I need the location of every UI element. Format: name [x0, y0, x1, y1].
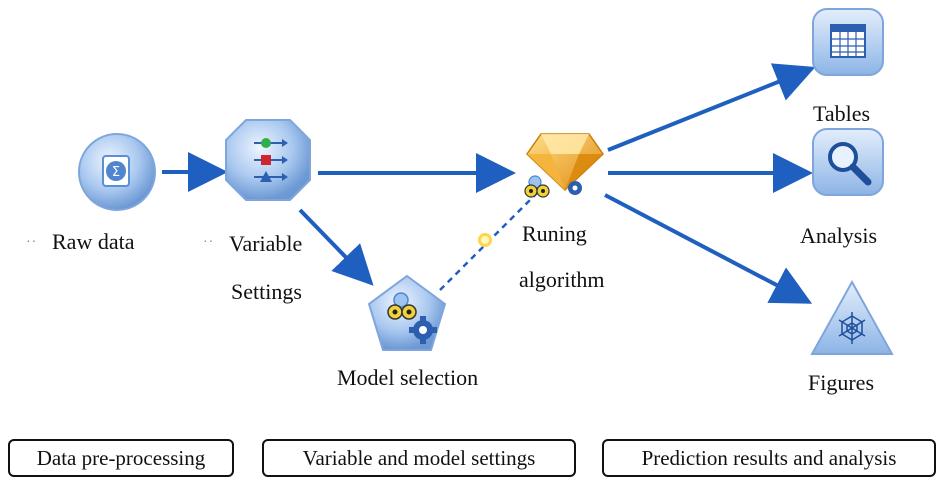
variable-handle-dots: ·· [203, 235, 215, 250]
arrow-variable-to-model [298, 208, 374, 286]
database-sigma-icon[interactable]: Σ [78, 133, 156, 211]
algorithm-label-line1: Runing [522, 221, 587, 246]
variable-label-line1: Variable [229, 231, 303, 256]
table-grid-icon[interactable] [812, 8, 884, 76]
stage-data-preprocessing: Data pre-processing [8, 439, 234, 477]
variable-label-line2: Settings [231, 279, 302, 304]
figures-label: Figures [808, 370, 874, 395]
stage-variable-model-settings: Variable and model settings [262, 439, 576, 477]
gem-algorithm-icon[interactable] [524, 133, 604, 198]
magnifier-icon[interactable] [812, 128, 884, 196]
link-spark-icon [478, 233, 492, 247]
svg-text:Σ: Σ [112, 165, 120, 180]
model-selection-label: Model selection [337, 365, 479, 390]
filter-arrows-icon[interactable] [225, 119, 311, 201]
web-chart-icon[interactable] [810, 279, 894, 355]
raw-data-handle-dots: ·· [26, 235, 38, 250]
algorithm-label-line2: algorithm [519, 267, 605, 292]
arrow-algorithm-to-tables [607, 63, 816, 152]
analysis-label: Analysis [800, 223, 877, 248]
tables-label: Tables [813, 101, 871, 126]
raw-data-label: Raw data [52, 229, 135, 254]
model-gear-icon[interactable] [367, 274, 447, 351]
stage-prediction-results: Prediction results and analysis [602, 439, 936, 477]
arrow-algorithm-to-figures [604, 193, 813, 304]
